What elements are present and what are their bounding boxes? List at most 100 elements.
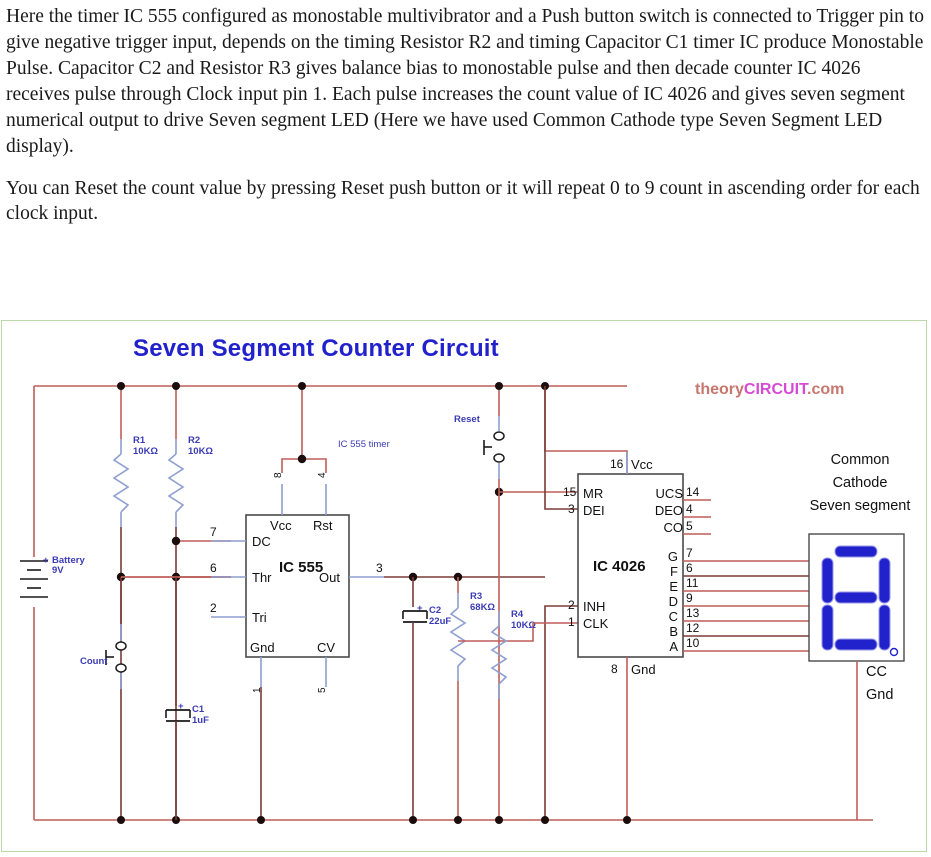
circuit-diagram-figure: Seven Segment Counter Circuit theoryCIRC… [1,320,927,852]
ic555-pin-thr-label: Thr [252,570,272,585]
watermark-part2: CIRCUIT [743,381,808,398]
r3-value-label: 68KΩ [470,602,495,613]
article-text: Here the timer IC 555 configured as mono… [6,4,924,243]
display-caption-line1: Common [831,452,890,468]
ic4026-pin-g-num: 7 [686,546,693,560]
watermark-part1: theory [695,381,744,398]
ic4026-pin-a-num: 10 [686,636,700,650]
r1-value-label: 10KΩ [133,446,158,457]
seven-segment-display: Common Cathode Seven segment [808,452,911,820]
ic4026-pin-e-label: E [669,579,678,594]
ic4026-pin-inh-num: 2 [568,598,575,612]
ic4026-pin-clk-num: 1 [568,615,575,629]
ic4026-inh-net [541,605,578,824]
ic555-pin-vcc-num: 8 [273,472,284,478]
r4-ref-label: R4 [511,609,524,620]
r1-ref-label: R1 [133,435,146,446]
ic555-pin-gnd-num: 1 [252,687,263,693]
ic4026-pin-mr-num: 15 [563,485,577,499]
ic555-pin-out-label: Out [319,570,340,585]
ic4026-pin-e-num: 11 [686,576,699,590]
segment-f [821,557,834,604]
ic4026-pin-deo-label: DEO [655,503,683,518]
r2-ref-label: R2 [188,435,200,446]
ic4026-pin-vcc-num: 16 [610,457,624,471]
r4-value-label: 10KΩ [511,620,536,631]
ic4026-pin-ucs-num: 14 [686,485,700,499]
r3-ref-label: R3 [470,591,482,602]
ic4026-pin-mr-label: MR [583,486,603,501]
segment-b [878,557,891,604]
count-switch-label: Count [80,656,108,667]
ic4026-pin-d-label: D [669,594,678,609]
ic555-block: IC 555 IC 555 timer DC 7 Thr 6 Tri 2 Vcc… [210,382,390,824]
ic555-pin-tri-num: 2 [210,601,217,615]
paragraph-2: You can Reset the count value by pressin… [6,177,920,225]
ic555-pin-tri-label: Tri [252,610,267,625]
ic555-pin-vcc-label: Vcc [270,518,292,533]
segment-e [821,604,834,651]
ic555-pin-dc-num: 7 [210,525,217,539]
ic555-out-net [384,572,545,582]
ic4026-block: IC 4026 16 Vcc 8 Gnd MR 15 DEI 3 INH 2 C… [563,452,809,824]
ic555-pin-thr-num: 6 [210,561,217,575]
ic4026-pin-gnd-label: Gnd [631,662,656,677]
reset-switch-label: Reset [454,414,481,425]
battery-ref-label: Battery [52,555,85,566]
ic555-pin-rst-label: Rst [313,518,333,533]
schematic-svg: + Battery 9V R1 10KΩ [20,382,911,824]
figure-title: Seven Segment Counter Circuit [133,335,499,362]
resistor-r3-branch: R3 68KΩ [449,577,495,824]
ic4026-pin-clk-label: CLK [583,616,609,631]
segment-d [834,638,878,651]
ic4026-pin-b-num: 12 [686,621,700,635]
display-gnd-label: Gnd [866,687,893,703]
ic4026-pin-c-num: 13 [686,606,700,620]
ic555-name-label: IC 555 [279,559,323,576]
capacitor-c1: + C1 1uF [165,577,209,820]
c2-value-label: 22uF [429,616,451,627]
ic555-pin-cv-label: CV [317,640,335,655]
display-cc-label: CC [866,664,887,680]
ic4026-dei-net [544,386,578,510]
segment-a [834,545,878,558]
watermark-part3: .com [807,381,845,398]
segment-c [878,604,891,651]
resistor-r4-branch: R4 10KΩ [490,609,536,699]
ic4026-pin-c-label: C [669,609,678,624]
ic4026-pin-g-label: G [668,549,678,564]
segment-g [834,591,878,604]
ic4026-pin-a-label: A [669,639,678,654]
ic4026-pin-co-num: 5 [686,519,693,533]
ic4026-pin-inh-label: INH [583,599,605,614]
ic555-pin-gnd-label: Gnd [250,640,275,655]
r3-to-clk-net [458,623,534,642]
count-switch-branch[interactable]: Count [80,572,127,689]
battery-symbol: + Battery 9V [20,555,85,598]
c1-plus-sign: + [178,701,184,712]
ic4026-pin-f-num: 6 [686,561,693,575]
ic4026-pin-dei-num: 3 [568,502,575,516]
display-caption-line2: Cathode [833,475,888,491]
ic4026-pin-d-num: 9 [686,591,693,605]
ic555-pin-rst-num: 4 [317,472,328,478]
ic4026-pin-ucs-label: UCS [656,486,684,501]
capacitor-c2: + C2 22uF [402,577,451,824]
ic4026-pin-gnd-num: 8 [611,662,618,676]
ic4026-pin-co-label: CO [664,520,684,535]
ic4026-pin-deo-num: 4 [686,502,693,516]
c1-ref-label: C1 [192,704,205,715]
segment-decimal-point [889,647,899,657]
display-caption-line3: Seven segment [810,498,911,514]
watermark-theorycircuit: theoryCIRCUIT.com [695,381,844,399]
ic555-pin-out-num: 3 [376,561,383,575]
ic4026-pin-dei-label: DEI [583,503,605,518]
paragraph-1: Here the timer IC 555 configured as mono… [6,6,924,157]
ic555-caption: IC 555 timer [338,439,390,450]
c1-value-label: 1uF [192,715,209,726]
c2-ref-label: C2 [429,605,441,616]
c2-plus-sign: + [417,603,423,614]
battery-value-label: 9V [52,565,64,576]
r2-value-label: 10KΩ [188,446,213,457]
